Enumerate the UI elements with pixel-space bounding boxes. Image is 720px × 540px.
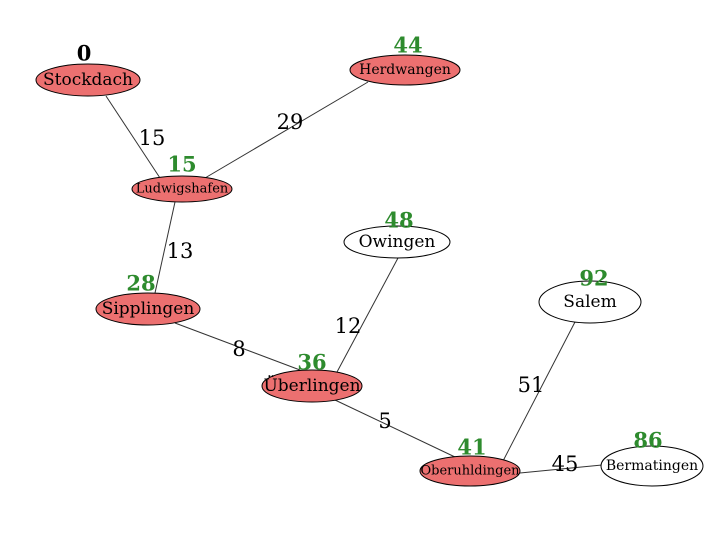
node-distance-sipplingen: 28 [126,271,155,296]
edge-weight-herdwangen-ludwigshafen: 29 [277,110,304,134]
node-label-owingen: Owingen [359,232,436,252]
edge-weight-ludwigshafen-sipplingen: 13 [167,239,194,263]
node-ellipse-owingen [343,225,451,259]
node-label-salem: Salem [563,292,616,312]
node-distance-stockdach: 0 [77,41,92,66]
edge-weight-sipplingen-ueberlingen: 8 [232,337,245,361]
edges-layer [105,81,603,474]
node-ellipse-oberuhldingen [419,455,521,487]
node-ellipse-ludwigshafen [131,175,233,203]
edge-stockdach-ludwigshafen [105,95,161,179]
node-herdwangen: Herdwangen [349,54,461,86]
node-label-ueberlingen: Überlingen [263,375,360,396]
edge-oberuhldingen-bermatingen [519,464,603,474]
node-distance-oberuhldingen: 41 [457,435,486,460]
edge-sipplingen-ueberlingen [174,322,301,371]
node-distance-ueberlingen: 36 [297,350,326,375]
node-ellipse-stockdach [35,63,141,97]
nodes-layer: Stockdach HerdwangenLudwigshafenOwingenSi… [35,54,704,487]
node-ueberlingen: Überlingen [261,369,363,403]
node-sipplingen: Sipplingen [95,292,201,326]
node-label-herdwangen: Herdwangen [359,62,451,78]
node-label-sipplingen: Sipplingen [102,299,195,319]
edge-ludwigshafen-sipplingen [154,201,176,294]
node-distance-ludwigshafen: 15 [167,152,196,177]
edge-herdwangen-ludwigshafen [204,81,369,179]
edge-salem-oberuhldingen [502,321,576,462]
node-distance-herdwangen: 44 [393,33,422,58]
edge-weight-stockdach-ludwigshafen: 15 [139,126,166,150]
node-ellipse-ueberlingen [261,369,363,403]
node-label-ludwigshafen: Ludwigshafen [136,182,229,197]
node-distance-owingen: 48 [384,208,413,233]
node-salem: Salem [538,280,642,324]
node-ellipse-sipplingen [95,292,201,326]
labels-layer: 15 29 13 8 12 5 51 45 0 44 15 48 28 92 36 41 86 [77,33,663,477]
node-ellipse-herdwangen [349,54,461,86]
node-label-oberuhldingen: Oberuhldingen [420,464,520,479]
node-stockdach: Stockdach [35,63,141,97]
node-distance-salem: 92 [579,266,608,291]
node-distance-bermatingen: 86 [633,428,662,453]
node-bermatingen: Bermatingen [600,445,704,487]
node-label-bermatingen: Bermatingen [606,458,698,474]
edge-weight-oberuhldingen-bermatingen: 45 [552,452,579,476]
edge-weight-ueberlingen-oberuhldingen: 5 [378,409,391,433]
edge-weight-owingen-ueberlingen: 12 [335,314,362,338]
node-label-stockdach: Stockdach [43,70,133,90]
node-ellipse-bermatingen [600,445,704,487]
node-oberuhldingen: Oberuhldingen [419,455,521,487]
edge-ueberlingen-oberuhldingen [334,399,456,458]
edge-weight-salem-oberuhldingen: 51 [518,373,545,397]
node-owingen: Owingen [343,225,451,259]
node-ludwigshafen: Ludwigshafen [131,175,233,203]
node-ellipse-salem [538,280,642,324]
edge-owingen-ueberlingen [336,257,399,373]
